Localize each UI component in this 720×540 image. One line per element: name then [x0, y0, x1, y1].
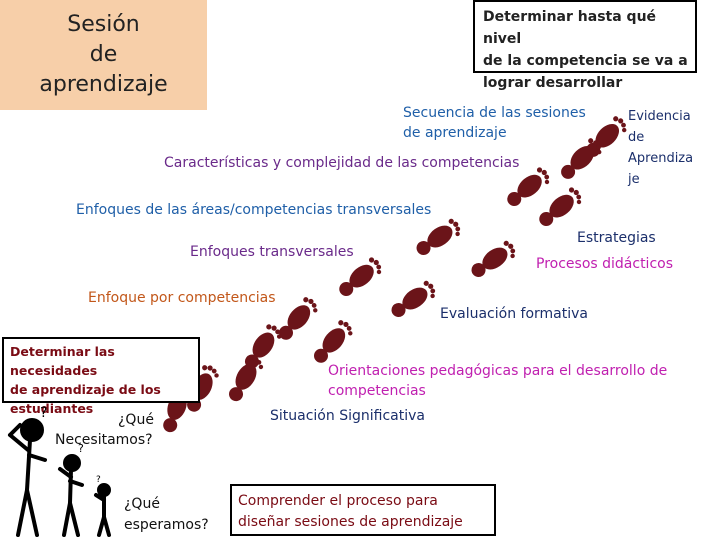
label-line: esperamos?: [124, 517, 209, 533]
label-line: de aprendizaje: [403, 125, 507, 141]
label-line: je: [628, 172, 640, 187]
label-line: Orientaciones pedagógicas para el desarr…: [328, 363, 668, 379]
label-line: ¿Qué: [124, 496, 160, 512]
needs-line: estudiantes: [10, 401, 94, 416]
goal-box: Determinar hasta qué nivel de la compete…: [473, 0, 697, 91]
label-evidencia: Evidencia de Aprendiza je: [628, 106, 693, 190]
title-line: Sesión: [67, 12, 140, 37]
label-line: Evidencia: [628, 109, 691, 124]
label-enfoque-competencias: Enfoque por competencias: [88, 290, 276, 306]
footprint-icon: [387, 278, 440, 323]
label-que-necesitamos-q: ¿Qué: [118, 412, 154, 428]
understand-line: diseñar sesiones de aprendizaje: [238, 514, 463, 530]
label-line: de: [628, 130, 645, 145]
understand-box: Comprender el proceso para diseñar sesio…: [230, 484, 496, 536]
label-secuencia: Secuencia de las sesiones de aprendizaje: [403, 103, 586, 143]
needs-line: Determinar las necesidades: [10, 344, 115, 378]
label-line: Aprendiza: [628, 151, 694, 166]
label-line: Secuencia de las sesiones: [403, 105, 586, 121]
needs-box: Determinar las necesidades de aprendizaj…: [2, 337, 200, 416]
label-que-necesitamos: Necesitamos?: [55, 432, 153, 448]
label-evaluacion: Evaluación formativa: [440, 306, 588, 322]
thinking-people-icon: ? ? ?: [8, 405, 111, 537]
label-enfoques-transversales: Enfoques transversales: [190, 244, 354, 260]
label-line: competencias: [328, 383, 426, 399]
footprint-icon: [412, 216, 465, 261]
footprint-icon: [274, 294, 322, 345]
label-orientaciones: Orientaciones pedagógicas para el desarr…: [328, 361, 667, 401]
label-que-esperamos: ¿Qué esperamos?: [124, 494, 209, 536]
svg-text:?: ?: [40, 405, 47, 421]
svg-text:?: ?: [78, 442, 84, 455]
svg-text:?: ?: [96, 475, 101, 485]
label-procesos: Procesos didácticos: [536, 256, 673, 272]
goal-line: Determinar hasta qué nivel: [483, 9, 657, 47]
title-line: aprendizaje: [39, 72, 168, 97]
page-title: Sesión de aprendizaje: [0, 0, 207, 110]
footprint-icon: [467, 238, 520, 283]
goal-line: de la competencia se va a: [483, 53, 688, 69]
label-estrategias: Estrategias: [577, 230, 656, 246]
footprint-icon: [535, 184, 586, 232]
needs-line: de aprendizaje de los: [10, 382, 161, 397]
understand-line: Comprender el proceso para: [238, 493, 438, 509]
label-caracteristicas: Características y complejidad de las com…: [164, 155, 520, 171]
label-enfoques-areas: Enfoques de las áreas/competencias trans…: [76, 202, 432, 218]
label-situacion: Situación Significativa: [270, 408, 425, 424]
goal-line: lograr desarrollar: [483, 75, 623, 91]
title-line: de: [89, 42, 118, 67]
